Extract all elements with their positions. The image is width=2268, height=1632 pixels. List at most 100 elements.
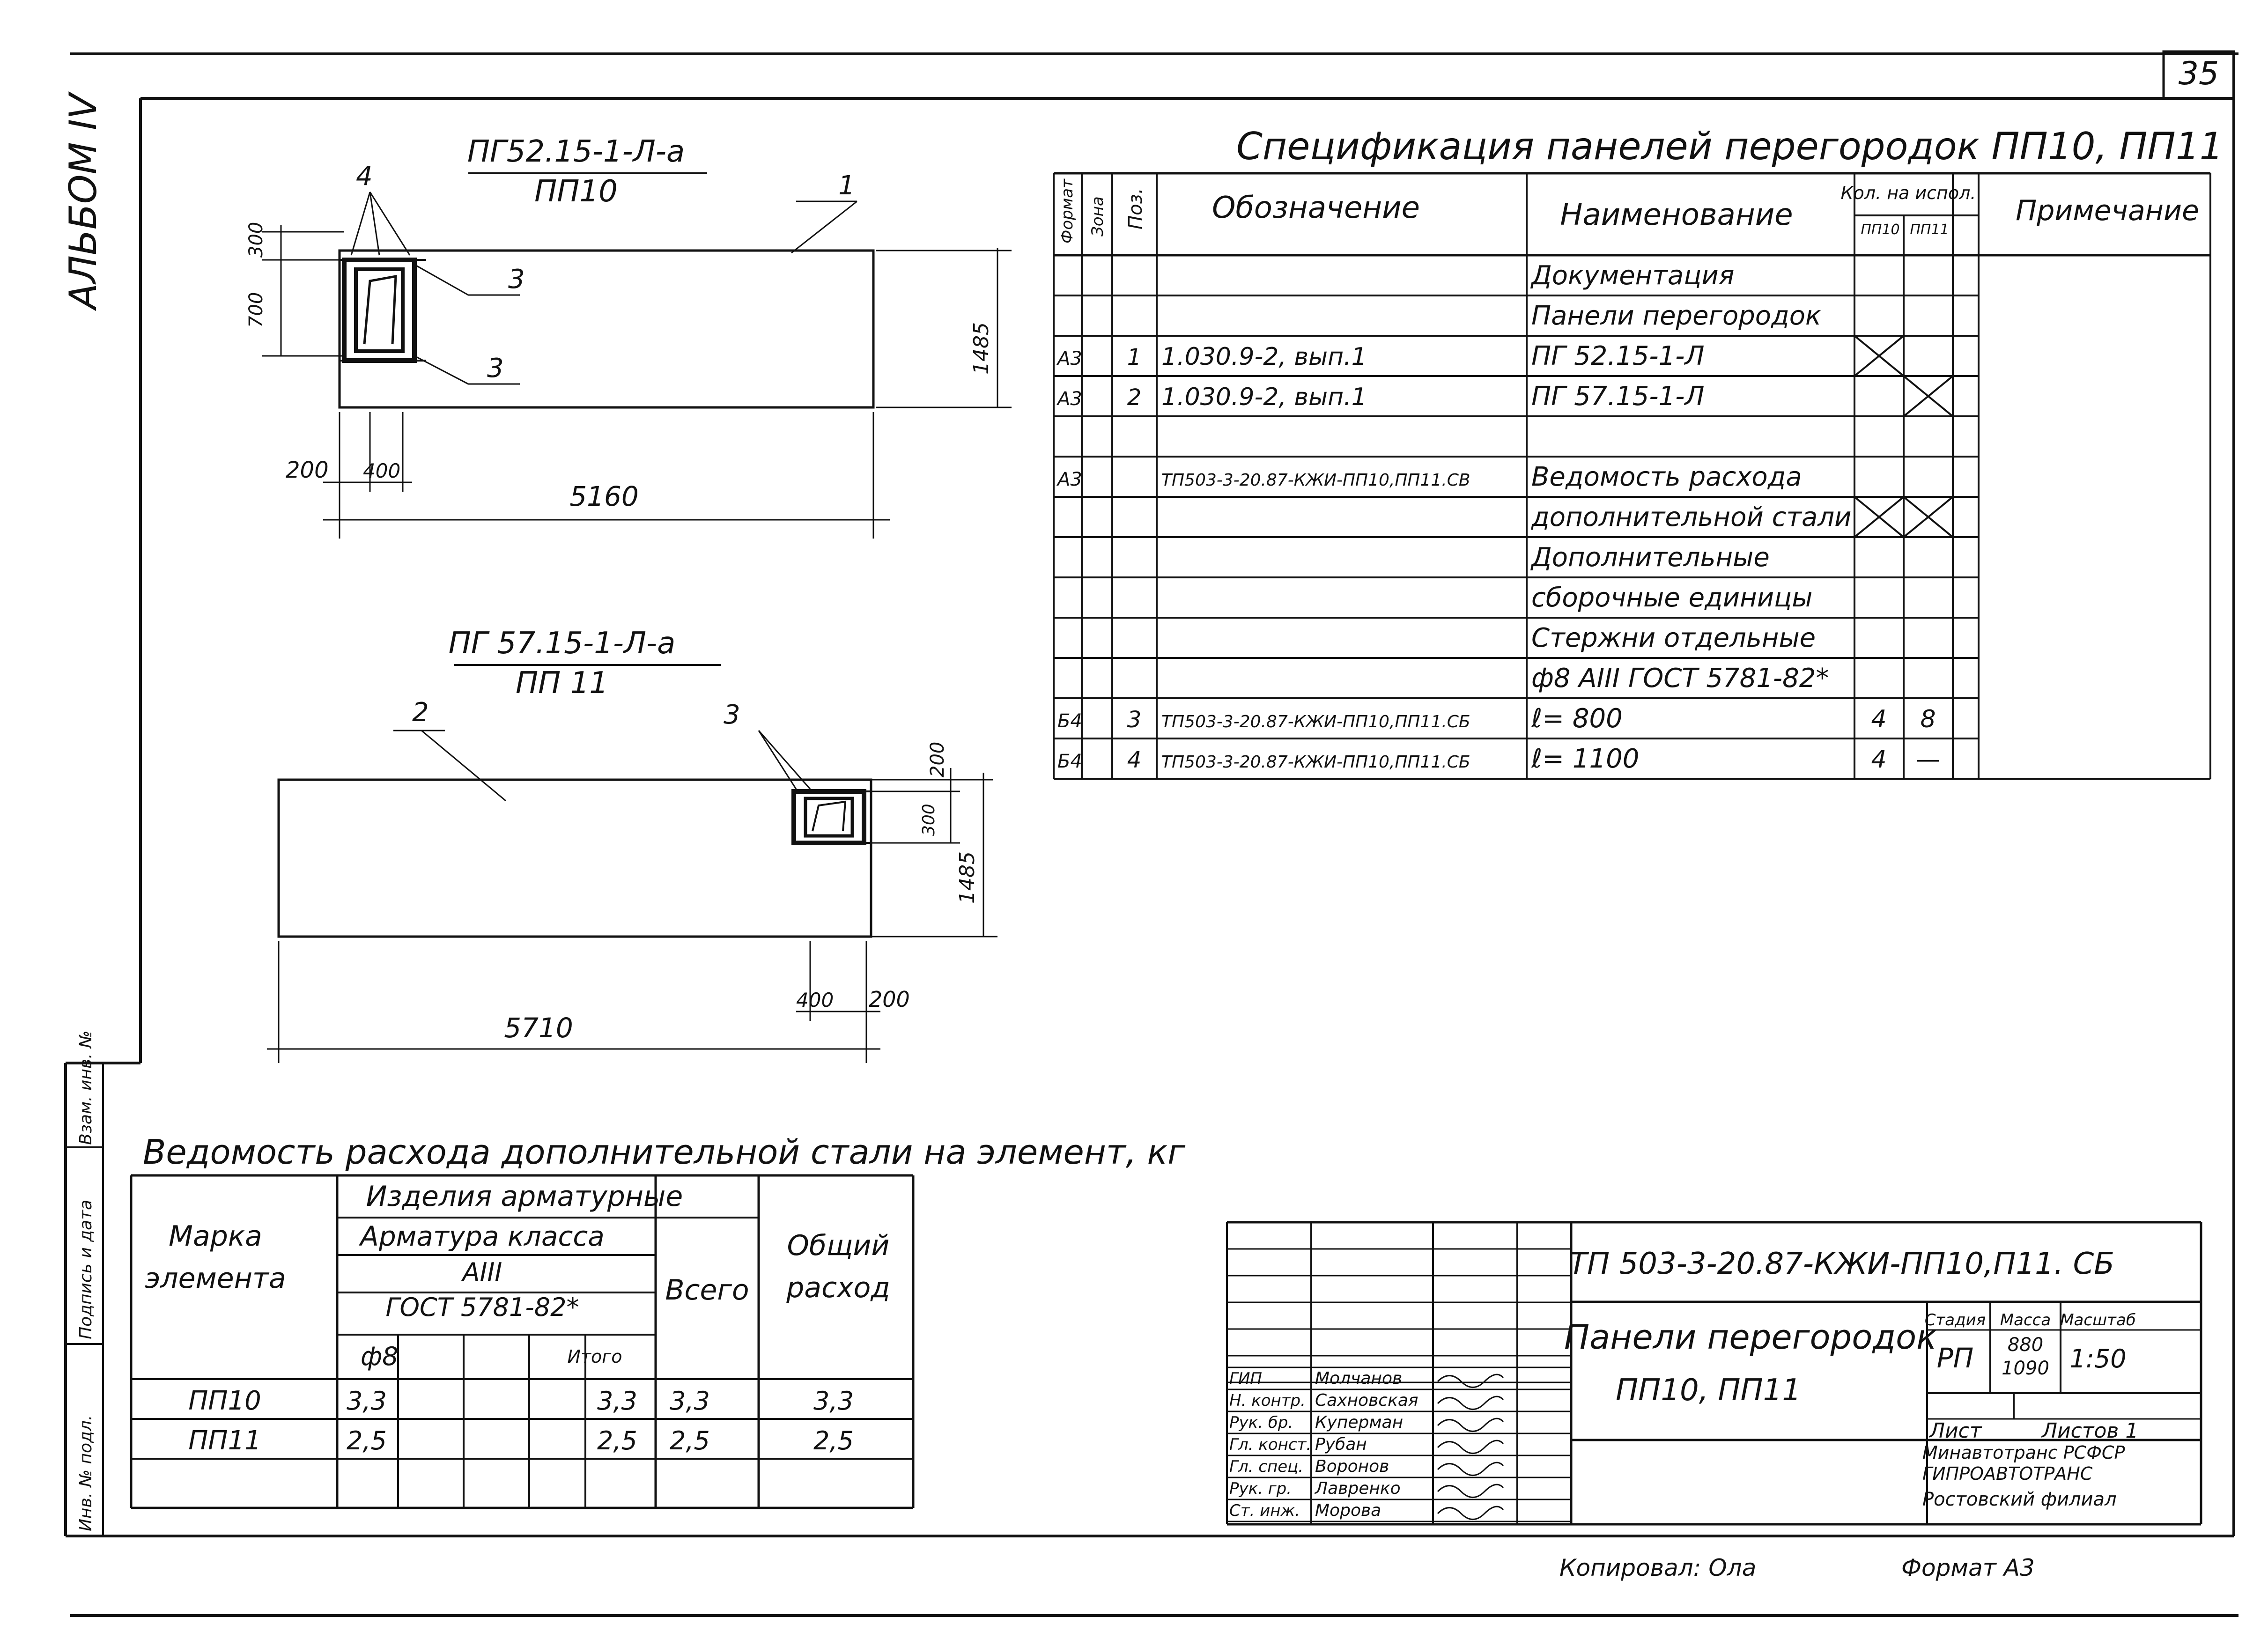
tb-code: ТП 503-3-20.87-КЖИ-ПП10,П11. СБ bbox=[1569, 1247, 2114, 1281]
pp10-dim-5160: 5160 bbox=[569, 480, 639, 512]
pp10-dim-1485: 1485 bbox=[969, 322, 993, 375]
signature bbox=[1437, 1484, 1504, 1498]
page-number: 35 bbox=[2179, 55, 2219, 92]
spec-row-format: Б4 bbox=[1057, 751, 1082, 772]
tb-stage-header: Стадия bbox=[1925, 1311, 1986, 1329]
spec-header-qty: Кол. на испол. bbox=[1841, 183, 1976, 203]
steel-header-class-a: АIII bbox=[461, 1257, 502, 1287]
spec-row-name: Дополнительные bbox=[1530, 542, 1770, 573]
pp11-dim-1485: 1485 bbox=[955, 851, 979, 904]
tb-sheet: Лист bbox=[1928, 1419, 1982, 1443]
spec-header-note: Примечание bbox=[2016, 194, 2199, 227]
pp10-callout-3b: 3 bbox=[487, 353, 504, 384]
steel-header-total: Всего bbox=[665, 1274, 749, 1307]
steel-row-subtotal: 3,3 bbox=[597, 1386, 637, 1416]
spec-header-pos: Поз. bbox=[1125, 188, 1146, 229]
tb-org-1: Минавтотранс РСФСР bbox=[1922, 1442, 2125, 1463]
signature bbox=[1437, 1374, 1504, 1388]
spec-row-qty: 4 bbox=[1871, 746, 1886, 774]
steel-header-overall-1: Общий bbox=[787, 1229, 890, 1262]
drawing1-title: ПГ52.15-1-Л-а bbox=[467, 134, 685, 169]
tb-person-role: Н. контр. bbox=[1229, 1391, 1306, 1410]
drawing-pp11: ПГ 57.15-1-Л-а ПП 11 2 3 200 300 1485 40… bbox=[267, 626, 997, 1063]
tb-scale-header: Масштаб bbox=[2060, 1311, 2136, 1329]
pp11-dim-200b: 200 bbox=[869, 987, 910, 1012]
spec-row-designation: 1.030.9-2, вып.1 bbox=[1161, 383, 1367, 411]
signature bbox=[1437, 1506, 1504, 1520]
tb-person-role: Рук. гр. bbox=[1229, 1479, 1292, 1498]
spec-header-zone: Зона bbox=[1088, 196, 1107, 236]
steel-row-phi8: 2,5 bbox=[347, 1426, 387, 1455]
spec-header-format: Формат bbox=[1058, 178, 1077, 244]
spec-row-pos: 4 bbox=[1127, 747, 1142, 773]
tb-person-name: Сахновская bbox=[1315, 1391, 1418, 1410]
steel-row-total: 3,3 bbox=[670, 1386, 710, 1416]
pp11-callout-3: 3 bbox=[724, 700, 740, 730]
pp10-dim-200: 200 bbox=[286, 457, 329, 483]
spec-row-designation: ТП503-3-20.87-КЖИ-ПП10,ПП11.СВ bbox=[1161, 471, 1470, 490]
spec-row-qty: 8 bbox=[1920, 705, 1936, 733]
spec-row-designation: 1.030.9-2, вып.1 bbox=[1161, 343, 1367, 371]
tb-person-role: Рук. бр. bbox=[1229, 1413, 1293, 1432]
spec-row-name: дополнительной стали bbox=[1531, 502, 1852, 532]
tb-scale: 1:50 bbox=[2069, 1344, 2126, 1374]
panel-pp11-outline bbox=[277, 778, 872, 938]
drawing2-title: ПГ 57.15-1-Л-а bbox=[449, 626, 676, 661]
steel-header-phi8: ф8 bbox=[361, 1342, 399, 1371]
signature bbox=[1437, 1440, 1504, 1454]
spec-row-name: ℓ= 800 bbox=[1531, 703, 1623, 734]
steel-row-subtotal: 2,5 bbox=[597, 1426, 637, 1455]
pp10-callout-1: 1 bbox=[838, 170, 855, 201]
pp11-dim-5710: 5710 bbox=[504, 1012, 573, 1044]
side-stamp-signature: Подпись и дата bbox=[76, 1200, 96, 1339]
steel-header-subtotal: Итого bbox=[567, 1346, 622, 1367]
tb-person-name: Куперман bbox=[1315, 1413, 1403, 1432]
tb-mass-header: Масса bbox=[2000, 1311, 2051, 1329]
tb-person-name: Рубан bbox=[1315, 1435, 1367, 1454]
title-block: ТП 503-3-20.87-КЖИ-ПП10,П11. СБ Панели п… bbox=[1226, 1221, 2202, 1526]
spec-title: Спецификация панелей перегородок ПП10, П… bbox=[1236, 125, 2224, 168]
tb-org-2: ГИПРОАВТОТРАНС bbox=[1922, 1463, 2093, 1484]
spec-row-name: ℓ= 1100 bbox=[1531, 744, 1639, 774]
pp10-dim-400: 400 bbox=[363, 459, 400, 482]
spec-header-qty-pp10: ПП10 bbox=[1861, 222, 1899, 238]
spec-row-format: А3 bbox=[1056, 469, 1082, 490]
spec-row-cross bbox=[1903, 496, 1954, 538]
steel-row-total: 2,5 bbox=[670, 1426, 710, 1455]
page-number-box bbox=[2162, 50, 2235, 100]
steel-header-mark-1: Марка bbox=[169, 1220, 262, 1253]
spec-row-name: Ведомость расхода bbox=[1531, 462, 1802, 492]
steel-header-overall-2: расход bbox=[786, 1271, 890, 1304]
spec-row-qty: — bbox=[1916, 746, 1940, 774]
spec-row-cross bbox=[1854, 496, 1905, 538]
specification-table: Спецификация панелей перегородок ПП10, П… bbox=[1053, 125, 2224, 780]
tb-mass-1: 880 bbox=[2008, 1334, 2043, 1356]
spec-header-name: Наименование bbox=[1560, 198, 1793, 232]
spec-row-designation: ТП503-3-20.87-КЖИ-ПП10,ПП11.СБ bbox=[1161, 753, 1470, 772]
tb-person-role: Ст. инж. bbox=[1229, 1501, 1300, 1520]
tb-person-name: Морова bbox=[1315, 1501, 1381, 1520]
spec-row-pos: 1 bbox=[1127, 344, 1142, 370]
tb-mass-2: 1090 bbox=[2002, 1358, 2049, 1379]
spec-row-name: Стержни отдельные bbox=[1531, 623, 1816, 653]
side-stamp-replace: Взам. инв. № bbox=[76, 1031, 96, 1145]
steel-header-gost: ГОСТ 5781-82* bbox=[385, 1292, 579, 1322]
signature bbox=[1437, 1462, 1504, 1476]
sheet-format: Формат А3 bbox=[1901, 1554, 2035, 1581]
signature bbox=[1437, 1418, 1504, 1432]
spec-row-pos: 3 bbox=[1127, 707, 1142, 733]
spec-header-designation: Обозначение bbox=[1212, 191, 1420, 225]
panel-pp10-outline bbox=[338, 249, 875, 409]
steel-header-products: Изделия арматурные bbox=[366, 1180, 683, 1213]
pp11-callout-2: 2 bbox=[412, 697, 429, 728]
steel-row-phi8: 3,3 bbox=[347, 1386, 387, 1416]
spec-row-name: сборочные единицы bbox=[1531, 583, 1812, 613]
spec-row-format: А3 bbox=[1056, 388, 1082, 410]
steel-header-class: Арматура класса bbox=[358, 1220, 605, 1252]
tb-name-2: ПП10, ПП11 bbox=[1616, 1373, 1801, 1408]
spec-row-name: Панели перегородок bbox=[1531, 301, 1821, 331]
tb-stage: РП bbox=[1937, 1342, 1974, 1374]
spec-row-name: ПГ 57.15-1-Л bbox=[1531, 381, 1705, 412]
pp11-dim-400: 400 bbox=[796, 989, 834, 1012]
